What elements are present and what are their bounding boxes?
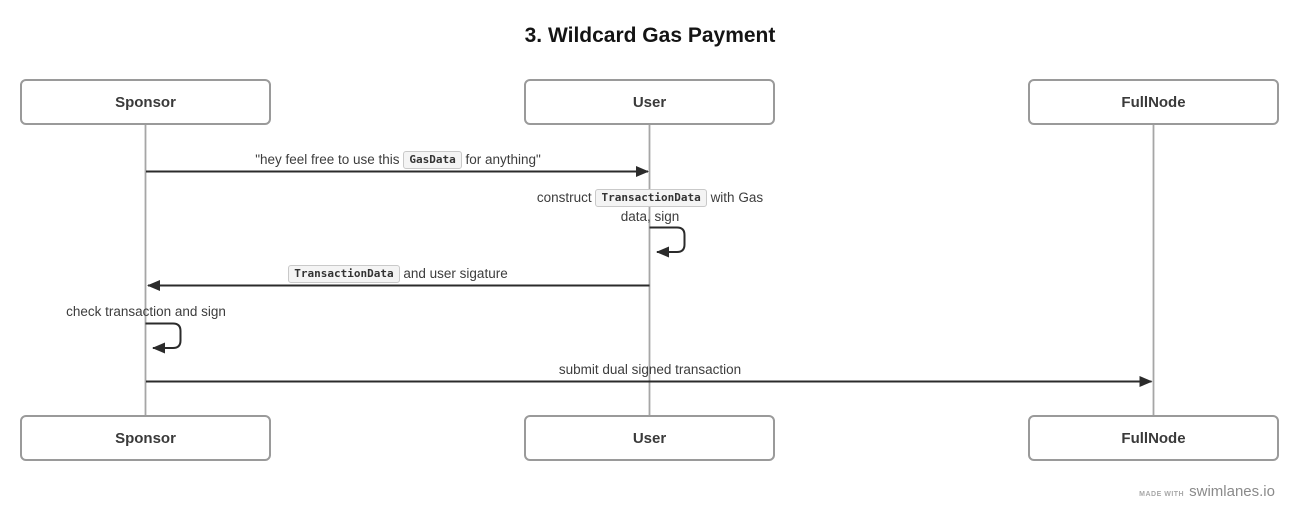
message-2-text-suffix: with Gas data, sign [620,190,764,224]
message-1-text-prefix: "hey feel free to use this [255,152,400,167]
diagram-title: 3. Wildcard Gas Payment [524,24,776,47]
actor-box-user-top: User [524,79,775,125]
message-2-text-prefix: construct [536,190,592,205]
actor-label-sponsor: Sponsor [115,93,176,111]
actor-label-fullnode: FullNode [1121,429,1186,447]
made-with-label: MADE WITH [1139,491,1185,498]
actor-label-user: User [632,429,667,447]
actor-box-sponsor-bottom: Sponsor [20,415,271,461]
swimlanes-watermark[interactable]: MADE WITH swimlanes.io [1139,483,1275,500]
message-3-text-suffix: and user sigature [403,266,508,281]
actor-label-sponsor: Sponsor [115,429,176,447]
message-4-text: check transaction and sign [66,304,226,319]
message-1-text-suffix: for anything" [465,152,541,167]
actor-box-fullnode-bottom: FullNode [1028,415,1279,461]
message-5-text: submit dual signed transaction [558,362,742,377]
swimlanes-brand-label: swimlanes.io [1189,483,1275,500]
actor-label-fullnode: FullNode [1121,93,1186,111]
actor-box-user-bottom: User [524,415,775,461]
actor-label-user: User [632,93,667,111]
self-loop-user [649,226,686,258]
actor-box-fullnode-top: FullNode [1028,79,1279,125]
message-label-5: submit dual signed transaction [400,361,900,380]
message-label-1: "hey feel free to use this GasData for a… [148,151,648,170]
self-loop-sponsor [145,322,182,354]
code-chip-transactiondata: TransactionData [288,265,400,283]
code-chip-transactiondata: TransactionData [595,189,707,207]
code-chip-gasdata: GasData [403,151,462,169]
actor-box-sponsor-top: Sponsor [20,79,271,125]
message-label-3: TransactionData and user sigature [148,265,648,284]
message-label-2: construct TransactionData with Gas data,… [527,189,773,226]
message-label-4: check transaction and sign [16,303,276,322]
